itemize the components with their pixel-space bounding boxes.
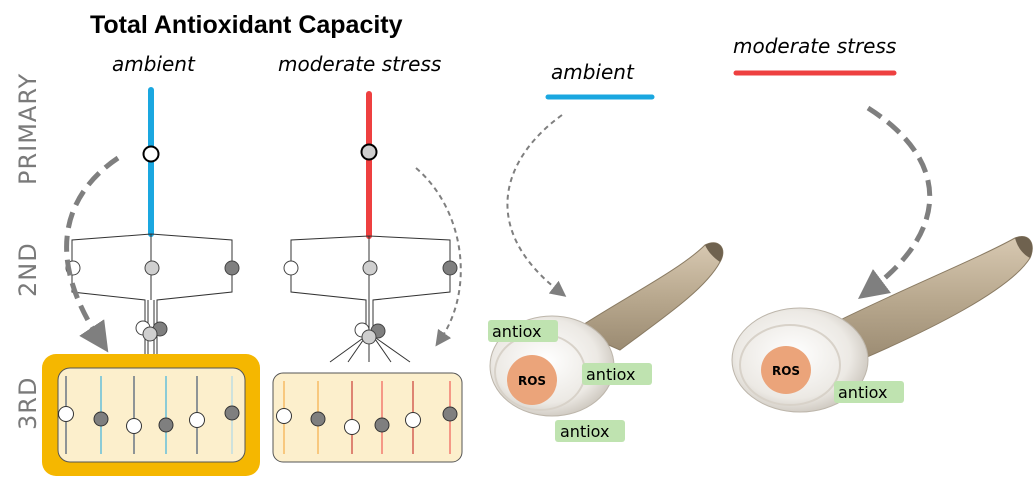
stress-3rd-node-4 bbox=[374, 417, 390, 433]
ambient-flow-arrow bbox=[64, 155, 120, 353]
ambient-3rd-box bbox=[57, 367, 246, 463]
ambient-3rd-node-3 bbox=[126, 418, 142, 434]
stress-3rd-node-2 bbox=[310, 411, 326, 427]
right-condition-ambient: ambient bbox=[551, 60, 635, 84]
right-condition-moderate-stress: moderate stress bbox=[733, 34, 896, 58]
stress-3rd-node-6 bbox=[442, 406, 458, 422]
stress-3rd-box bbox=[272, 372, 463, 463]
ambient-antiox-label-3: antiox bbox=[560, 422, 609, 441]
ambient-3rd-node-5 bbox=[189, 412, 205, 428]
left-condition-ambient: ambient bbox=[112, 52, 196, 76]
stress-antiox-label: antiox bbox=[838, 383, 887, 402]
level-label-3rd: 3RD bbox=[14, 377, 42, 430]
level-label-primary: PRIMARY bbox=[14, 73, 42, 185]
ambient-antiox-tag-3 bbox=[555, 420, 625, 442]
ambient-ros-circle bbox=[507, 355, 557, 405]
ambient-clam-arrow bbox=[506, 114, 567, 297]
ambient-2nd-node-grey bbox=[144, 260, 160, 276]
stress-flow-arrow bbox=[415, 167, 462, 347]
stress-3rd-node-5 bbox=[405, 412, 421, 428]
level-label-2nd: 2ND bbox=[14, 242, 42, 297]
ambient-2nd-node-dark bbox=[224, 260, 240, 276]
ambient-cluster-node-grey bbox=[142, 326, 158, 342]
stress-ros-label: ROS bbox=[772, 364, 800, 378]
ambient-3rd-node-4 bbox=[158, 417, 174, 433]
stress-primary-node bbox=[360, 143, 378, 161]
diagram-title: Total Antioxidant Capacity bbox=[90, 11, 403, 39]
stress-3rd-node-3 bbox=[344, 419, 360, 435]
ambient-3rd-node-1 bbox=[58, 406, 74, 422]
ambient-funnel-outline bbox=[71, 233, 233, 356]
stress-antiox-tag bbox=[834, 381, 904, 403]
stress-2nd-node-white bbox=[283, 260, 299, 276]
ambient-primary-node bbox=[142, 145, 160, 163]
ambient-3rd-node-2 bbox=[93, 411, 109, 427]
ambient-3rd-node-6 bbox=[224, 405, 240, 421]
ambient-ros-label: ROS bbox=[518, 374, 546, 388]
stress-3rd-node-1 bbox=[276, 408, 292, 424]
ambient-antiox-tag-1 bbox=[488, 320, 558, 342]
stress-cluster-node-grey bbox=[361, 329, 377, 345]
left-condition-moderate-stress: moderate stress bbox=[278, 52, 441, 76]
stress-2nd-node-dark bbox=[442, 260, 458, 276]
stress-2nd-node-grey bbox=[362, 260, 378, 276]
ambient-antiox-label-1: antiox bbox=[492, 322, 541, 341]
ambient-antiox-label-2: antiox bbox=[586, 365, 635, 384]
ambient-antiox-tag-2 bbox=[582, 363, 652, 385]
stress-ros-circle bbox=[761, 346, 811, 394]
stress-hierarchy bbox=[272, 91, 463, 463]
ambient-hierarchy bbox=[42, 87, 260, 476]
stress-clam-arrow bbox=[858, 105, 933, 300]
